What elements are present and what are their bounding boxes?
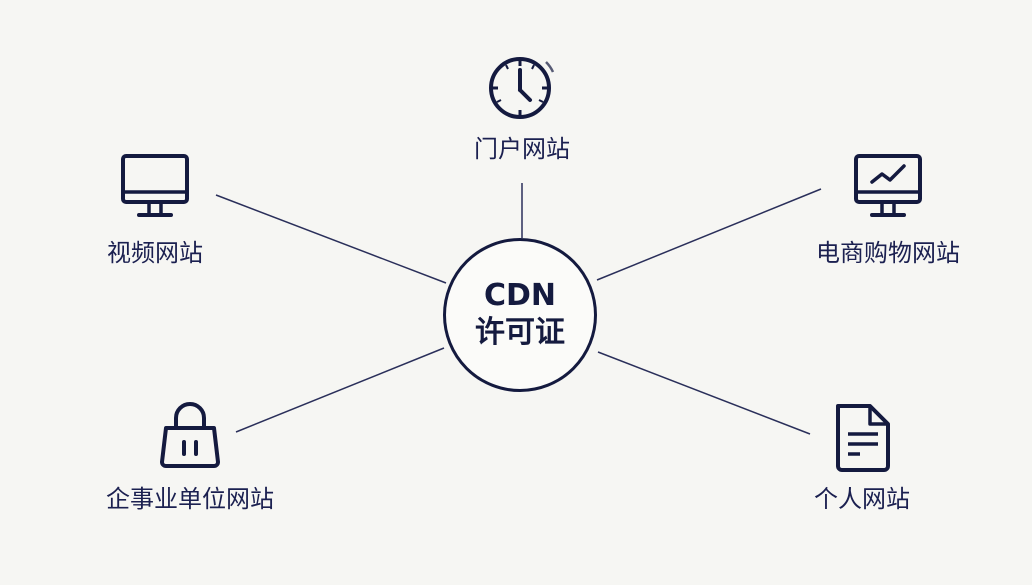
monitor-icon [121, 154, 189, 217]
node-label-video: 视频网站 [107, 239, 203, 267]
center-subtitle: 许可证 [475, 315, 565, 350]
center-node: CDN 许可证 [443, 238, 597, 392]
connector-video [215, 194, 447, 284]
monitor-chart-icon [854, 154, 922, 217]
center-title: CDN [483, 278, 557, 313]
connector-enterprise [235, 347, 445, 433]
node-ecommerce: 电商购物网站 [800, 152, 976, 268]
connector-ecommerce [596, 188, 822, 281]
node-label-portal: 门户网站 [474, 135, 570, 163]
node-portal: 门户网站 [462, 52, 582, 164]
node-label-personal: 个人网站 [814, 485, 910, 513]
node-video: 视频网站 [95, 152, 215, 268]
document-icon [836, 404, 890, 472]
connector-personal [597, 351, 811, 435]
shopping-bag-icon [160, 402, 220, 468]
node-label-enterprise: 企事业单位网站 [106, 485, 274, 513]
clock-icon [489, 57, 555, 119]
node-personal: 个人网站 [800, 402, 924, 514]
node-enterprise: 企事业单位网站 [90, 400, 290, 514]
node-label-ecommerce: 电商购物网站 [816, 239, 960, 267]
